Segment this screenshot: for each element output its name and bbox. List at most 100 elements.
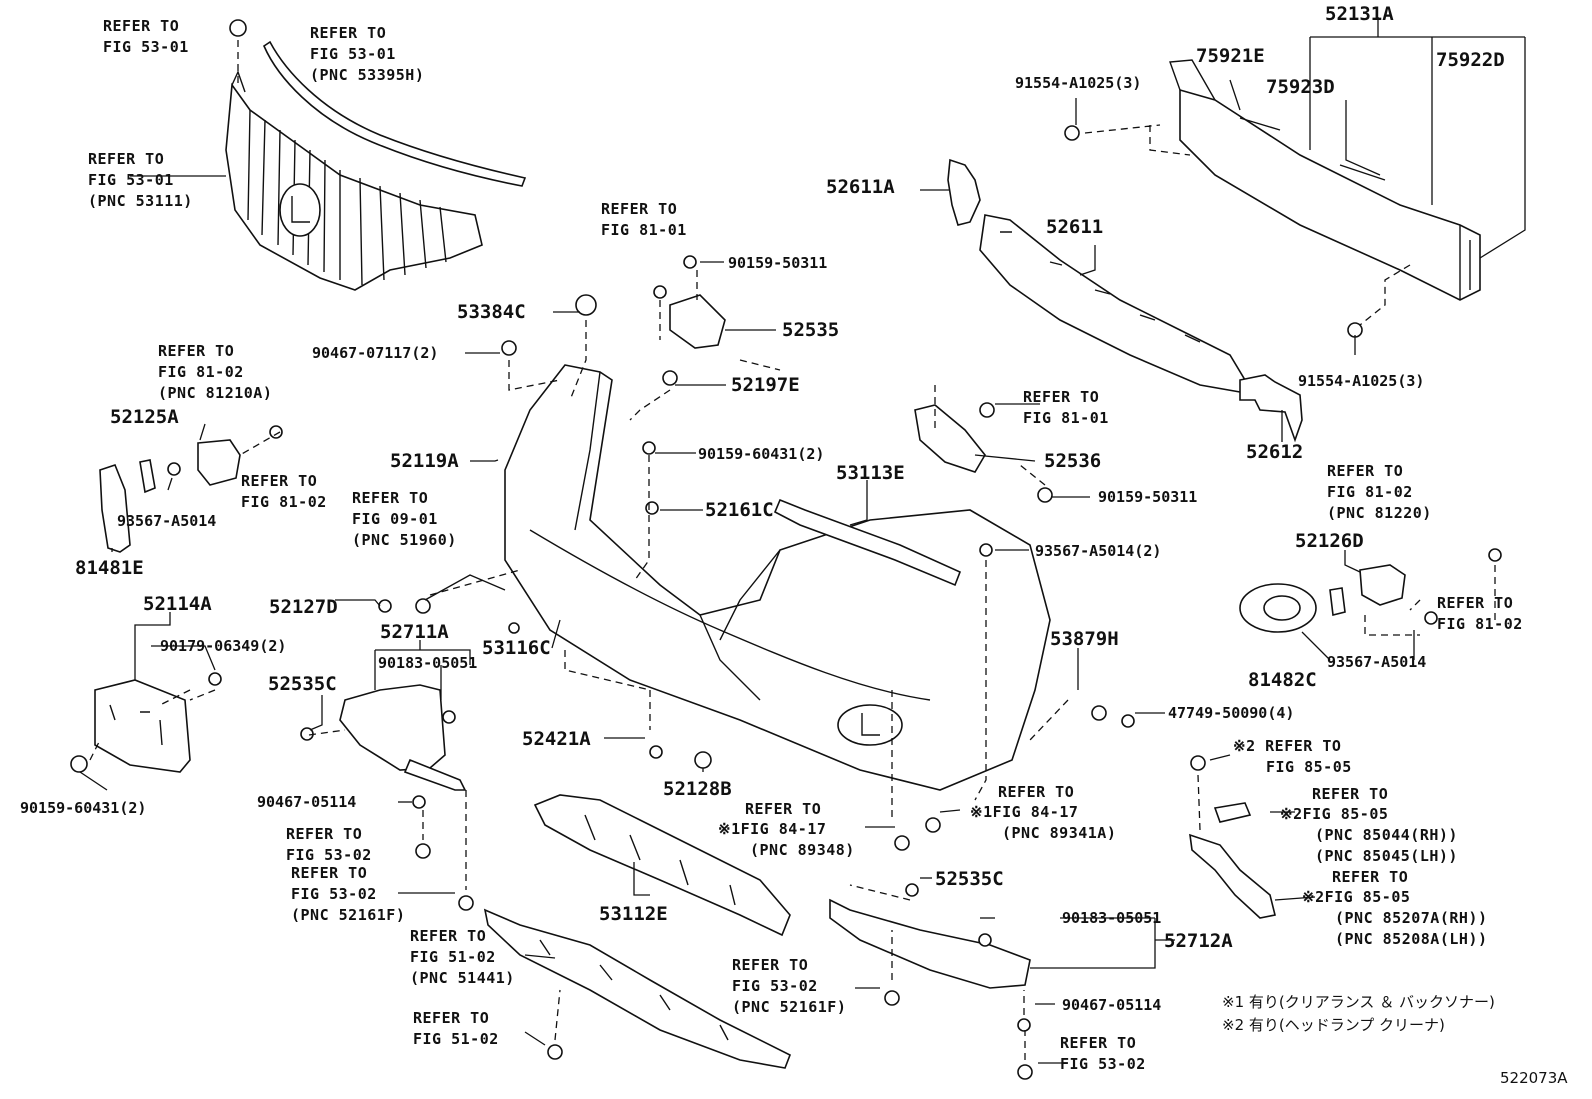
footnote-2: ※2 有り(ヘッドランプ クリーナ) (1222, 1016, 1445, 1034)
refer-fig-09-01: REFER TO FIG 09-01 (PNC 51960) (352, 489, 457, 549)
lower-spoiler-right-illustration (829, 898, 1031, 989)
svg-text:REFER TO: REFER TO (286, 825, 362, 843)
part-93567-A5014-a: 93567-A5014 (117, 512, 216, 530)
headlamp-cleaner-illustration (1189, 802, 1276, 919)
part-91554-bottom: 91554-A1025(3) (1298, 372, 1424, 390)
refer-fig-81-02-screw-left: REFER TO FIG 81-02 (241, 472, 327, 511)
part-52712A: 52712A (1164, 930, 1233, 952)
part-90467-05114-a: 90467-05114 (257, 793, 356, 811)
lower-undercover-illustration (483, 908, 792, 1069)
refer-fig-81-01-bracket: REFER TO FIG 81-01 (601, 200, 687, 239)
svg-text:FIG 53-01: FIG 53-01 (310, 45, 396, 63)
refer-fig-85-05-bolt: ※2 REFER TO FIG 85-05 (1233, 737, 1352, 776)
svg-text:REFER TO: REFER TO (1023, 388, 1099, 406)
refer-fig-81-02-fog-left: REFER TO FIG 81-02 (PNC 81210A) (158, 342, 272, 402)
part-90159-60431-b: 90159-60431(2) (20, 799, 146, 817)
bracket-52536-illustration (914, 404, 986, 473)
fog-lamp-left-illustration (139, 439, 241, 494)
refer-fig-85-05-nozzle: REFER TO ※2FIG 85-05 (PNC 85207A(RH)) (P… (1302, 868, 1488, 948)
svg-text:(PNC 52161F): (PNC 52161F) (732, 998, 846, 1016)
lower-spoiler-left-illustration (339, 684, 446, 771)
part-52611: 52611 (1046, 216, 1103, 238)
svg-text:(PNC 81210A): (PNC 81210A) (158, 384, 272, 402)
part-91554-top: 91554-A1025(3) (1015, 74, 1141, 92)
part-90159-50311-a: 90159-50311 (728, 254, 827, 272)
part-75923D: 75923D (1266, 76, 1335, 98)
refer-fig-53-01-molding: REFER TO FIG 53-01 (PNC 53395H) (310, 24, 424, 84)
fog-lamp-right-illustration (1239, 564, 1406, 633)
part-53384C: 53384C (457, 301, 526, 323)
svg-text:※2FIG 85-05: ※2FIG 85-05 (1280, 805, 1388, 823)
part-52535C-b: 52535C (935, 868, 1004, 890)
bracket-52535-illustration (669, 294, 726, 349)
svg-text:(PNC 53111): (PNC 53111) (88, 192, 193, 210)
svg-text:FIG 81-01: FIG 81-01 (601, 221, 687, 239)
svg-text:REFER TO: REFER TO (291, 864, 367, 882)
svg-text:REFER TO: REFER TO (158, 342, 234, 360)
part-90467-05114-b: 90467-05114 (1062, 996, 1161, 1014)
svg-text:※2 REFER TO: ※2 REFER TO (1233, 737, 1341, 755)
refer-fig-84-17-sonar-right: REFER TO ※1FIG 84-17 (PNC 89341A) (970, 783, 1116, 842)
refer-fig-53-01-grille: REFER TO FIG 53-01 (PNC 53111) (88, 150, 193, 210)
part-52421A: 52421A (522, 728, 591, 750)
license-plate-bracket-illustration (94, 679, 191, 773)
svg-text:※1FIG 84-17: ※1FIG 84-17 (718, 820, 826, 838)
part-52128B: 52128B (663, 778, 732, 800)
svg-text:(PNC 85045(LH)): (PNC 85045(LH)) (1315, 847, 1458, 865)
part-81481E: 81481E (75, 557, 144, 579)
part-90179-06349: 90179-06349(2) (160, 637, 286, 655)
under-cover-illustration (533, 794, 791, 937)
svg-text:(PNC 85207A(RH)): (PNC 85207A(RH)) (1335, 909, 1488, 927)
refer-fig-53-02-pnc-52161f-right: REFER TO FIG 53-02 (PNC 52161F) (732, 956, 846, 1016)
part-53113E: 53113E (836, 462, 905, 484)
svg-text:FIG 85-05: FIG 85-05 (1266, 758, 1352, 776)
svg-text:FIG 81-02: FIG 81-02 (241, 493, 327, 511)
svg-text:REFER TO: REFER TO (413, 1009, 489, 1027)
footnote-1: ※1 有り(クリアランス ＆ バックソナー) (1222, 993, 1495, 1011)
svg-text:REFER TO: REFER TO (732, 956, 808, 974)
refer-fig-53-02-clip-left: REFER TO FIG 53-02 (286, 825, 372, 864)
svg-text:(PNC 53395H): (PNC 53395H) (310, 66, 424, 84)
assembly-lines (89, 40, 1496, 1060)
bumper-reinforcement-illustration (1169, 59, 1481, 301)
part-52114A: 52114A (143, 593, 212, 615)
part-81482C: 81482C (1248, 669, 1317, 691)
bracket-right-illustration (1239, 374, 1303, 443)
part-90183-05051-b: 90183-05051 (1062, 909, 1161, 927)
part-52535: 52535 (782, 319, 839, 341)
energy-absorber-illustration (979, 214, 1246, 393)
refer-fig-84-17-sonar-left: REFER TO ※1FIG 84-17 (PNC 89348) (718, 800, 855, 859)
part-93567-A5014-c: 93567-A5014 (1327, 653, 1426, 671)
part-52161C: 52161C (705, 499, 774, 521)
svg-text:(PNC 51960): (PNC 51960) (352, 531, 457, 549)
refer-fig-51-02: REFER TO FIG 51-02 (413, 1009, 499, 1048)
svg-text:(PNC 89348): (PNC 89348) (750, 841, 855, 859)
svg-text:(PNC 85044(RH)): (PNC 85044(RH)) (1315, 826, 1458, 844)
part-75921E: 75921E (1196, 45, 1265, 67)
refer-fig-81-01-right: REFER TO FIG 81-01 (1023, 388, 1108, 427)
svg-text:REFER TO: REFER TO (998, 783, 1074, 801)
svg-text:REFER TO: REFER TO (1060, 1034, 1136, 1052)
svg-text:(PNC 85208A(LH)): (PNC 85208A(LH)) (1335, 930, 1488, 948)
svg-text:FIG 53-01: FIG 53-01 (103, 38, 189, 56)
part-number-labels: 52131A 75921E 75922D 75923D 91554-A1025(… (20, 3, 1505, 1014)
part-52127D: 52127D (269, 596, 338, 618)
part-47749-50090: 47749-50090(4) (1168, 704, 1294, 722)
part-53879H: 53879H (1050, 628, 1119, 650)
svg-text:FIG 51-02: FIG 51-02 (413, 1030, 499, 1048)
svg-text:FIG 53-02: FIG 53-02 (286, 846, 372, 864)
fog-lamp-cover-left-illustration (99, 464, 131, 553)
part-52119A: 52119A (390, 450, 459, 472)
part-52536: 52536 (1044, 450, 1101, 472)
svg-text:FIG 81-02: FIG 81-02 (1327, 483, 1413, 501)
bracket-left-illustration (947, 158, 981, 226)
part-93567-A5014-2: 93567-A5014(2) (1035, 542, 1161, 560)
svg-text:REFER TO: REFER TO (103, 17, 179, 35)
grille-illustration (225, 70, 483, 291)
svg-text:REFER TO: REFER TO (745, 800, 821, 818)
refer-fig-81-02-screw-right: REFER TO FIG 81-02 (1437, 594, 1522, 633)
part-90159-60431-a: 90159-60431(2) (698, 445, 824, 463)
bumper-cover-illustration (504, 364, 1051, 791)
